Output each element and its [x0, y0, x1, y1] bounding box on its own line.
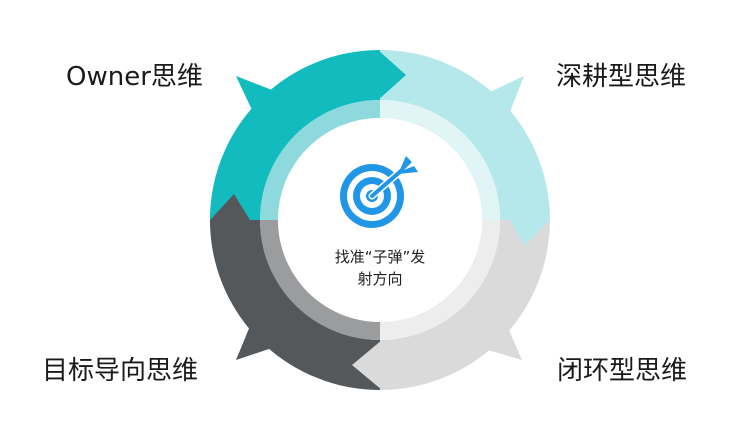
- arrow-head-left: [210, 194, 250, 220]
- outer-ring: [209, 50, 550, 390]
- label-owner-thinking: Owner思维: [66, 62, 203, 92]
- center-caption-line2: 射方向: [357, 270, 403, 288]
- arrow-tail-br: [488, 328, 522, 360]
- arrow-tail-tl: [236, 76, 272, 110]
- target-bullseye-icon: [340, 156, 418, 228]
- label-goal-oriented-thinking: 目标导向思维: [42, 356, 199, 386]
- arrow-tail-tr: [490, 76, 524, 112]
- inner-ring: [259, 100, 500, 340]
- segment-closed-loop: [380, 220, 550, 390]
- segment-owner: [210, 50, 380, 220]
- segment-goal: [209, 220, 380, 390]
- center-caption-line1: 找准“子弹”发: [334, 248, 426, 266]
- label-closed-loop-thinking: 闭环型思维: [557, 356, 688, 386]
- arrow-tail-bl: [236, 326, 272, 360]
- label-deep-cultivation-thinking: 深耕型思维: [556, 62, 687, 92]
- arrow-head-top: [378, 50, 406, 100]
- arrow-head-bottom: [352, 340, 382, 390]
- center-caption: 找准“子弹”发 射方向: [300, 246, 460, 290]
- arrow-head-right: [510, 220, 550, 246]
- segment-deep: [380, 50, 550, 220]
